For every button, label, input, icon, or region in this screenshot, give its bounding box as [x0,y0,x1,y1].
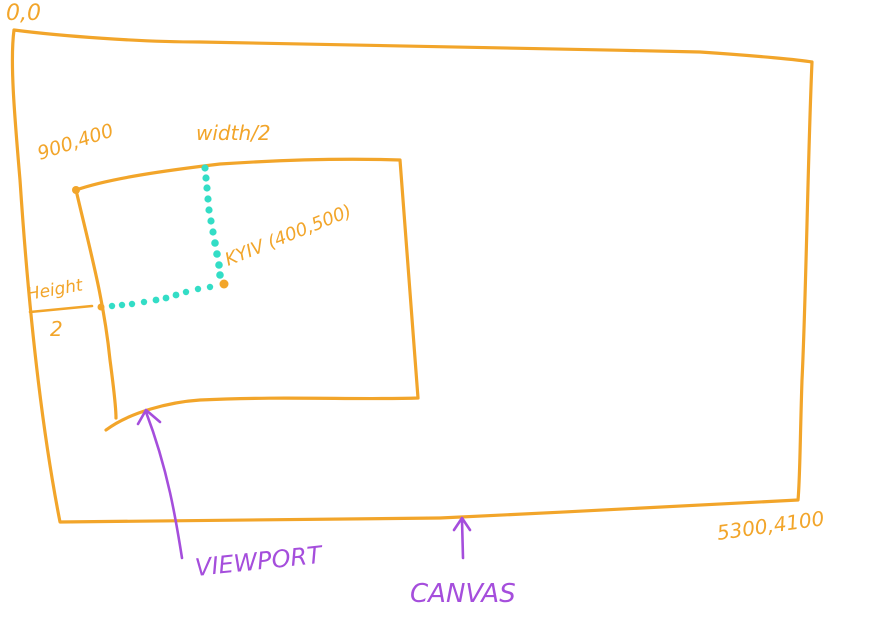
center-dot [219,279,229,289]
half-width-label: width/2 [196,121,271,145]
viewport-arrow [136,408,184,560]
viewport-corner-label: 900,400 [35,120,117,165]
half-height-fraction-bar [28,304,94,314]
half-height-label-bottom: 2 [50,317,63,341]
left-midpoint-dot [97,303,105,311]
viewport-label: VIEWPORT [194,541,326,582]
viewport-rectangle [74,157,420,432]
height-half-guide [108,283,214,310]
canvas-corner-label: 5300,4100 [715,506,825,545]
half-height-label-top: Height [25,275,85,305]
canvas-arrow [452,516,472,560]
center-label: KYIV (400,500) [222,201,355,271]
canvas-rectangle [10,28,814,524]
width-half-guide [201,164,224,279]
origin-label: 0,0 [6,1,41,26]
canvas-label: CANVAS [410,579,516,609]
viewport-corner-dot [72,186,80,194]
